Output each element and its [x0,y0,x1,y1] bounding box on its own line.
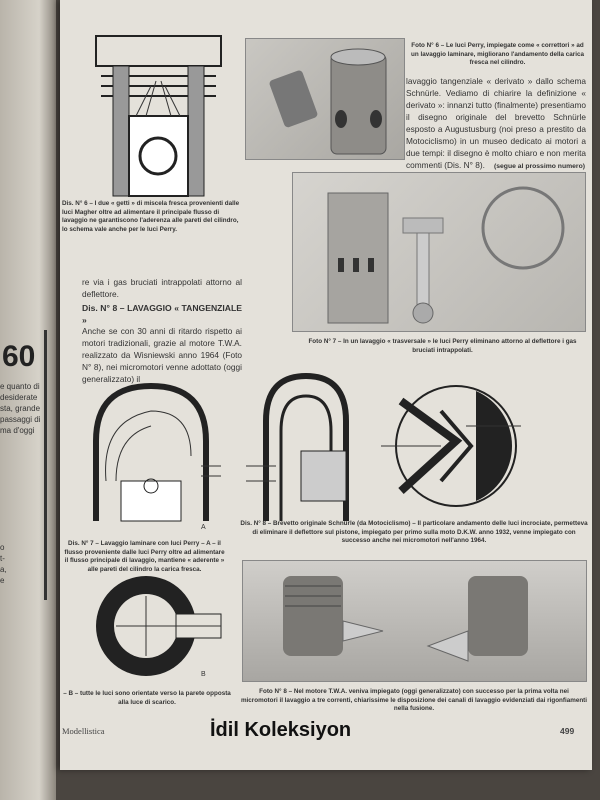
diagram-dis8-right [380,380,530,510]
adjacent-line: e quanto di [0,382,40,391]
adjacent-line: passaggi di [0,415,41,424]
diagram-dis8-left [245,370,375,521]
magazine-name: Modellistica [62,726,105,736]
watermark: İdil Koleksiyon [210,719,352,741]
caption-dis7b: – B – tutte le luci sono orientate verso… [63,690,231,706]
adjacent-page-number: 60 [2,340,36,373]
caption-foto6: Foto N° 6 – Le luci Perry, impiegate com… [411,42,584,66]
diagram-dis6 [90,30,225,200]
section-heading: Dis. N° 8 – LAVAGGIO « TANGENZIALE » [82,303,242,326]
diagram-dis7a: A [80,380,221,531]
photo-foto8 [242,560,587,682]
caption-dis7: Dis. N° 7 – Lavaggio laminare con luci P… [64,540,225,573]
label-a: A [201,524,206,531]
body-left-para1: re via i gas bruciati intrappolati attor… [82,277,242,300]
magazine-page: Dis. N° 6 – I due « getti » di miscela f… [60,0,592,770]
adjacent-line: e [0,576,5,585]
photo-foto7 [292,172,586,332]
caption-foto7: Foto N° 7 – In un lavaggio « trasversale… [308,338,577,354]
adjacent-page: 60 e quanto di desiderate sta, grande pa… [0,0,56,800]
diagram-dis7b: B [85,570,225,680]
photo-foto6 [245,38,405,160]
continued-note: (segue al prossimo numero) [493,163,585,170]
adjacent-line: a, [0,565,7,574]
adjacent-line: desiderate [0,393,38,402]
adjacent-line: t- [0,554,5,563]
label-b: B [201,671,206,678]
adjacent-line: o [0,543,5,552]
caption-dis8: Dis. N° 8 – Brevetto originale Schnürle … [240,520,588,544]
adjacent-page-border [44,330,47,600]
body-right-paragraph: lavaggio tangenziale « derivato » dallo … [406,76,586,171]
caption-dis6: Dis. N° 6 – I due « getti » di miscela f… [62,200,240,233]
adjacent-line: sta, grande [0,404,41,413]
caption-foto8: Foto N° 8 – Nel motore T.W.A. veniva imp… [240,688,588,712]
adjacent-line: ma d'oggi [0,426,35,435]
body-left-para2: Anche se con 30 anni di ritardo rispetto… [82,326,242,385]
page-number: 499 [560,726,575,736]
